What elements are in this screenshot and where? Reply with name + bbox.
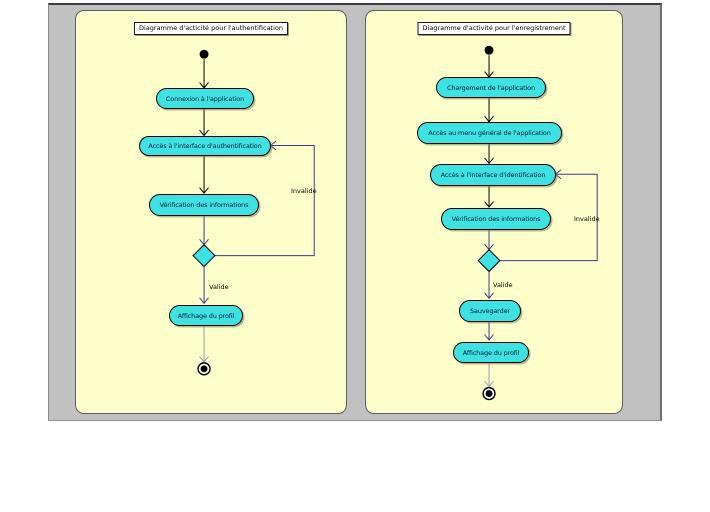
guard-label-invalide[interactable]: Invalide [291, 187, 317, 195]
final-node[interactable] [197, 362, 211, 376]
edge-decision-to-affichage[interactable] [199, 266, 209, 305]
guard-label-invalide[interactable]: Invalide [574, 215, 600, 223]
action-node-interface-authentification[interactable]: Accès à l'interface d'authentification [139, 136, 271, 156]
initial-node[interactable] [484, 45, 494, 55]
edge-interface-to-verification[interactable] [484, 185, 494, 208]
edge-menu-to-interface[interactable] [484, 143, 494, 165]
action-node-connexion[interactable]: Connexion à l'application [156, 88, 254, 109]
final-node-dot [485, 390, 493, 398]
edge-verification-to-decision[interactable] [199, 214, 209, 246]
action-node-sauvegarder[interactable]: Sauvegarder [459, 300, 521, 322]
edge-initial-to-chargement[interactable] [484, 55, 494, 78]
registration-diagram-title-box[interactable]: Diagramme d'activité pour l'enregistreme… [417, 22, 571, 36]
action-node-verification-informations[interactable]: Vérification des informations [441, 208, 551, 230]
edge-connexion-to-interface[interactable] [199, 108, 209, 137]
edge-affichage-to-final[interactable] [484, 360, 494, 388]
initial-node[interactable] [199, 49, 209, 59]
edge-decision-to-sauvegarder[interactable] [484, 271, 494, 300]
registration-activity-diagram-page: Diagramme d'activité pour l'enregistreme… [365, 10, 623, 414]
edge-initial-to-connexion[interactable] [199, 59, 209, 89]
decision-node[interactable] [477, 249, 501, 273]
final-node-dot [200, 365, 208, 373]
action-node-affichage-profil[interactable]: Affichage du profil [453, 342, 529, 363]
final-node[interactable] [482, 386, 496, 401]
auth-diagram-title-box[interactable]: Diagramme d'acticité pour l'authentifica… [133, 22, 289, 36]
auth-edges-layer [192, 49, 315, 376]
edge-verification-to-decision[interactable] [484, 228, 494, 251]
guard-label-valide[interactable]: Valide [493, 281, 513, 289]
decision-node[interactable] [192, 244, 216, 268]
action-node-menu-general[interactable]: Accès au menu général de l'application [417, 122, 562, 144]
action-node-chargement[interactable]: Chargement de l'application [436, 77, 546, 98]
action-node-affichage-profil[interactable]: Affichage du profil [169, 305, 243, 326]
edge-affichage-to-final[interactable] [199, 324, 209, 363]
edge-chargement-to-menu[interactable] [484, 97, 494, 123]
action-node-interface-identification[interactable]: Accès à l'interface d'identification [430, 164, 556, 186]
auth-activity-diagram-page: Diagramme d'acticité pour l'authentifica… [75, 10, 347, 414]
edge-interface-to-verification[interactable] [199, 155, 209, 194]
action-node-verification-informations[interactable]: Vérification des informations [149, 194, 259, 216]
edge-sauvegarder-to-affichage[interactable] [484, 320, 494, 341]
guard-label-valide[interactable]: Valide [209, 283, 229, 291]
